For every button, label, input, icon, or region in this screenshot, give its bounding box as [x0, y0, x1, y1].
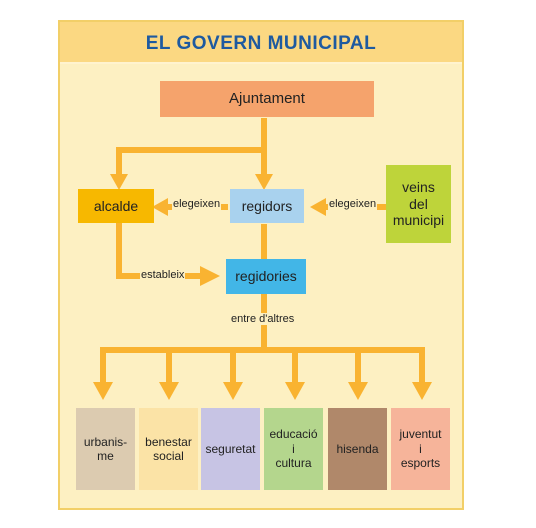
arrowhead-area-4 — [285, 382, 305, 400]
arrowhead-regidors-left — [310, 198, 326, 216]
node-alcalde: alcalde — [78, 189, 154, 223]
label-elegeixen-right: elegeixen — [328, 198, 378, 210]
label-elegeixen-left: elegeixen — [172, 198, 222, 210]
node-alcalde-label: alcalde — [93, 197, 139, 214]
area-label-educacio: educació i cultura — [269, 427, 318, 471]
arrowhead-area-3 — [223, 382, 243, 400]
arrowhead-area-1 — [93, 382, 113, 400]
area-label-joventut: juventut i esports — [399, 427, 442, 471]
arrowhead-alcalde — [110, 174, 128, 190]
arrowhead-area-5 — [348, 382, 368, 400]
node-ajuntament: Ajuntament — [160, 81, 374, 117]
diagram-title: EL GOVERN MUNICIPAL — [145, 33, 377, 54]
node-veins: veins del municipi — [386, 165, 451, 243]
area-label-seguretat: seguretat — [205, 441, 256, 456]
area-label-benestar: benestar social — [145, 434, 192, 463]
node-ajuntament-label: Ajuntament — [229, 90, 305, 107]
arrowhead-alcalde-left — [152, 198, 168, 216]
arrowhead-regidors — [255, 174, 273, 190]
label-entre-daltres: entre d'altres — [230, 313, 296, 325]
area-box-hisenda: hisenda — [328, 408, 387, 490]
arrowhead-area-2 — [159, 382, 179, 400]
node-regidors: regidors — [230, 189, 304, 223]
area-label-urbanisme: urbanis- me — [83, 434, 128, 463]
area-label-hisenda: hisenda — [336, 441, 379, 456]
node-regidories: regidories — [226, 259, 306, 294]
area-box-educacio: educació i cultura — [264, 408, 323, 490]
connector-alcalde-stem — [116, 222, 202, 279]
arrowhead-area-6 — [412, 382, 432, 400]
area-box-urbanisme: urbanis- me — [76, 408, 135, 490]
node-regidors-label: regidors — [241, 197, 293, 214]
label-estableix: estableix — [140, 269, 186, 281]
area-box-benestar: benestar social — [139, 408, 198, 490]
area-box-seguretat: seguretat — [201, 408, 260, 490]
diagram-card: EL GOVERN MUNICIPAL — [58, 20, 464, 510]
node-regidories-label: regidories — [235, 268, 297, 285]
title-bar: EL GOVERN MUNICIPAL — [60, 22, 462, 64]
arrowhead-regidories — [200, 266, 220, 286]
node-veins-label: veins del municipi — [392, 178, 445, 229]
area-box-joventut: juventut i esports — [391, 408, 450, 490]
